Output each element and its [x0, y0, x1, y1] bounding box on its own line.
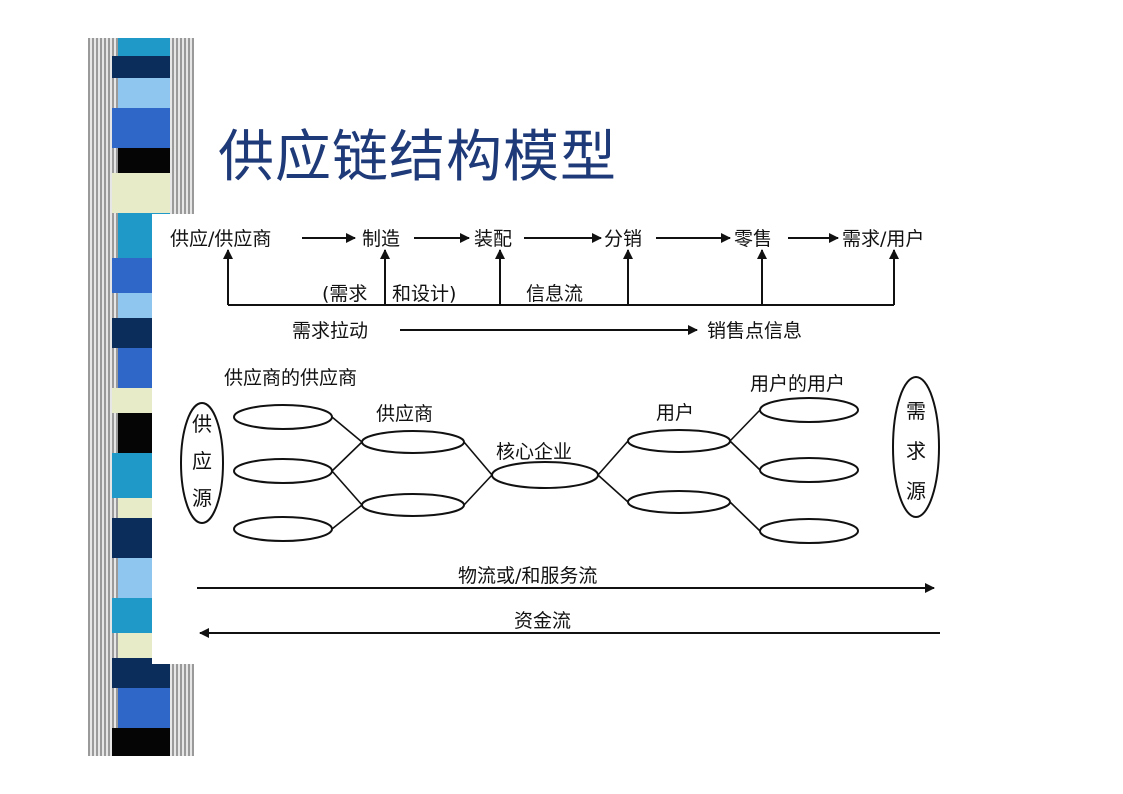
stage-customer-label: 需求/用户 — [842, 228, 924, 250]
capital-flow-label: 资金流 — [514, 610, 571, 632]
core-enterprise-label: 核心企业 — [496, 441, 572, 463]
supply-source-char-2: 应 — [192, 449, 212, 473]
slide-title: 供应链结构模型 — [218, 125, 617, 190]
diagram-panel: 供应/供应商 制造 装配 分销 零售 需求/用户 (需求 和设计) 信息流 需求… — [152, 214, 960, 664]
pos-info-label: 销售点信息 — [707, 320, 802, 342]
stripe-block-22 — [112, 728, 170, 756]
stripe-block-5 — [118, 148, 170, 173]
user-oval-2 — [627, 490, 731, 514]
link-core-to-user2 — [597, 474, 629, 503]
demand-source-char-1: 需 — [906, 399, 926, 423]
user-label: 用户 — [656, 402, 694, 424]
supplier-label: 供应商 — [376, 403, 433, 425]
stage-assembly-label: 装配 — [474, 228, 512, 250]
user-oval-1 — [627, 429, 731, 453]
link-s2s2-to-supplier1 — [331, 441, 363, 472]
supplier-of-supplier-oval-1 — [233, 404, 333, 430]
link-s2s2-to-supplier2 — [331, 470, 363, 506]
stripe-block-1 — [118, 38, 170, 56]
core-enterprise-oval — [491, 461, 599, 489]
stage-retail-label: 零售 — [734, 228, 772, 250]
stripe-block-2 — [112, 56, 170, 78]
link-user2-to-uu3 — [729, 501, 761, 532]
link-supplier1-to-core — [463, 441, 493, 476]
supplier-of-supplier-oval-2 — [233, 458, 333, 484]
supply-source-oval — [180, 402, 224, 524]
user-of-user-oval-3 — [759, 518, 859, 544]
link-supplier2-to-core — [463, 474, 493, 506]
link-core-to-user1 — [597, 440, 629, 476]
stripe-block-21 — [118, 688, 170, 728]
link-s2s3-to-supplier2 — [331, 504, 363, 530]
supplier-oval-2 — [361, 493, 465, 517]
note-demand: (需求 — [322, 283, 367, 305]
user-of-user-label: 用户的用户 — [750, 373, 845, 395]
supply-source-char-3: 源 — [192, 486, 212, 510]
note-design: 和设计) — [392, 283, 456, 305]
stripe-block-4 — [112, 108, 170, 148]
supply-source-char-1: 供 — [192, 412, 212, 436]
demand-source-char-2: 求 — [906, 439, 926, 463]
supply-chain-diagram: 供应/供应商 制造 装配 分销 零售 需求/用户 (需求 和设计) 信息流 需求… — [170, 228, 940, 638]
user-of-user-oval-1 — [759, 397, 859, 423]
demand-source-char-3: 源 — [906, 479, 926, 503]
info-flow-label: 信息流 — [526, 283, 583, 305]
stripe-block-3 — [118, 78, 170, 108]
network-connections — [331, 409, 761, 532]
stage-supplier-label: 供应/供应商 — [170, 228, 271, 250]
supplier-of-supplier-label: 供应商的供应商 — [224, 367, 357, 389]
link-user1-to-uu1 — [729, 409, 761, 442]
supplier-of-supplier-oval-3 — [233, 516, 333, 542]
material-flow-label: 物流或/和服务流 — [458, 565, 597, 587]
stripe-block-6 — [112, 173, 170, 213]
stage-manufacture-label: 制造 — [362, 228, 400, 250]
link-user1-to-uu2 — [729, 440, 761, 471]
stage-distribution-label: 分销 — [604, 228, 642, 250]
user-of-user-oval-2 — [759, 457, 859, 483]
demand-source-oval — [892, 376, 940, 518]
supplier-oval-1 — [361, 430, 465, 454]
demand-pull-label: 需求拉动 — [292, 320, 368, 342]
link-s2s1-to-supplier1 — [331, 416, 363, 443]
